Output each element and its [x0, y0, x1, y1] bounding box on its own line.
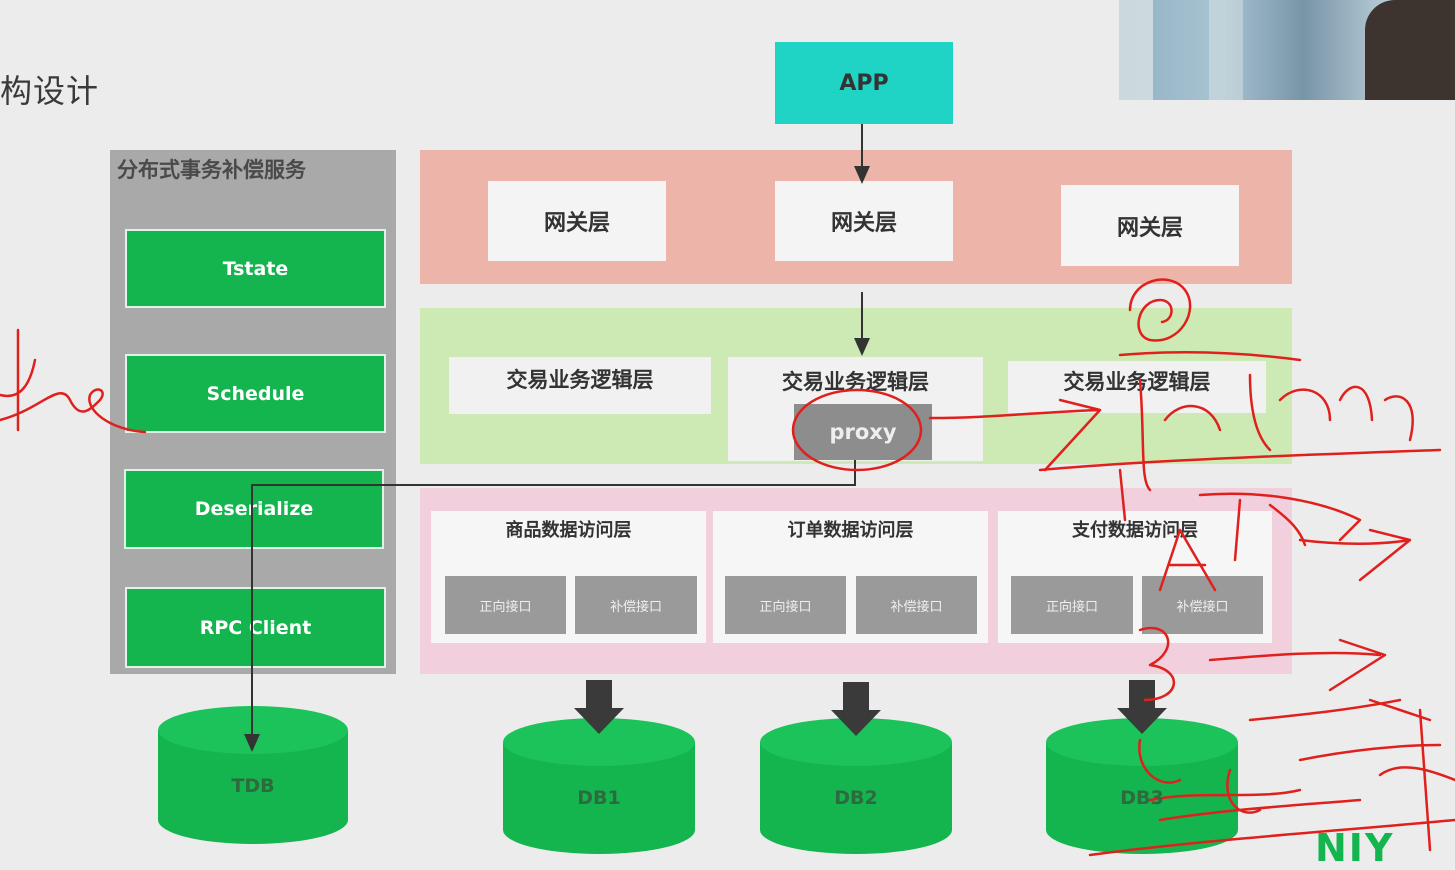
db3-label: DB3: [1120, 787, 1164, 809]
db1-cylinder: [503, 718, 695, 854]
forward-api-2: 正向接口: [725, 576, 846, 634]
forward-api-3: 正向接口: [1011, 576, 1133, 634]
arrow-to-db1: [574, 680, 624, 734]
db2-label: DB2: [834, 787, 878, 809]
db2-cylinder: [760, 718, 952, 854]
compensate-api-1: 补偿接口: [575, 576, 697, 634]
deserialize-node: Deserialize: [124, 469, 384, 549]
slide-title: 构设计: [0, 72, 100, 110]
data-access-title-1: 商品数据访问层: [505, 520, 632, 541]
handwritten-annotations: [0, 278, 1455, 857]
rpc-client-node: RPC Client: [125, 587, 386, 668]
business-label-3: 交易业务逻辑层: [1063, 370, 1211, 394]
gateway-box-2: 网关层: [775, 181, 953, 261]
compensate-api-3: 补偿接口: [1142, 576, 1263, 634]
gateway-box-1: 网关层: [488, 181, 666, 261]
db3-cylinder: [1046, 718, 1238, 854]
arrow-to-db2: [831, 682, 881, 736]
gateway-box-3: 网关层: [1061, 185, 1239, 266]
connector-proxy-tdb: [244, 460, 856, 752]
arrow-to-db3: [1117, 680, 1167, 734]
db-arrows: [574, 680, 1167, 736]
app-node: APP: [775, 42, 953, 124]
business-box-1: [449, 357, 711, 414]
tstate-node: Tstate: [125, 229, 386, 308]
forward-api-1: 正向接口: [445, 576, 566, 634]
db1-label: DB1: [577, 787, 621, 809]
business-label-1: 交易业务逻辑层: [506, 368, 654, 392]
business-box-3: [1008, 361, 1266, 413]
tdb-label: TDB: [231, 775, 275, 797]
data-access-title-2: 订单数据访问层: [787, 520, 914, 541]
compensation-service-title: 分布式事务补偿服务: [117, 158, 306, 182]
brand-logo: NIY: [1315, 826, 1395, 870]
proxy-node: proxy: [794, 404, 932, 460]
compensate-api-2: 补偿接口: [856, 576, 977, 634]
presenter-video: [1119, 0, 1455, 100]
schedule-node: Schedule: [125, 354, 386, 433]
data-access-title-3: 支付数据访问层: [1072, 520, 1198, 541]
